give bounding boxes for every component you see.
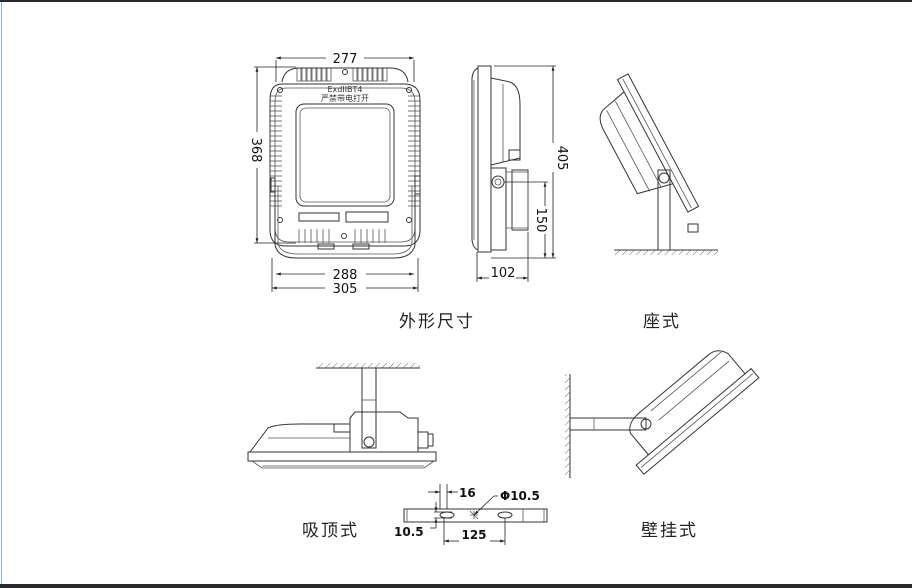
ceiling-lamp-face: [247, 451, 437, 462]
side-cooling-fins: [270, 95, 420, 207]
seat-post: [657, 169, 671, 251]
bracket-detail: Φ10.5 16 10.5 125: [394, 484, 548, 545]
slot-hole: [497, 511, 513, 519]
side-housing-face: [477, 65, 492, 253]
dim-width-277: 277: [333, 52, 358, 67]
wall-mount-view: [565, 350, 760, 478]
dim-width-288: 288: [333, 268, 358, 283]
ceiling-lamp-body: [249, 423, 351, 453]
top-border: [0, 0, 912, 2]
front-housing-outline: [269, 83, 421, 247]
warning-marking: 严禁带电打开: [321, 93, 369, 103]
nameplate-right: [345, 211, 389, 223]
caption-dimensions: 外形尺寸: [399, 312, 475, 332]
ceiling-rod: [361, 367, 377, 449]
dim-slot-height: 10.5: [394, 525, 424, 539]
dim-hole-spacing: 125: [461, 528, 486, 542]
caption-seat-mount: 座式: [643, 312, 681, 332]
dim-height-405: 405: [554, 146, 569, 171]
left-border: [1, 2, 2, 584]
caption-wall-mount: 壁挂式: [641, 521, 698, 541]
screw-icon: [277, 217, 283, 223]
dim-width-305: 305: [333, 282, 358, 297]
screw-icon: [342, 69, 348, 75]
wall-lamp-face: [635, 367, 760, 475]
cable-gland: [352, 243, 370, 250]
slot-hole: [439, 511, 455, 519]
dim-depth-102: 102: [491, 266, 516, 281]
pivot-bolt: [491, 175, 505, 189]
dim-height-368: 368: [248, 138, 263, 163]
screw-icon: [406, 217, 412, 223]
bracket-plate: [403, 508, 548, 523]
cable-gland: [317, 243, 335, 250]
screw-icon: [341, 233, 347, 239]
wall-arm: [569, 417, 647, 431]
lens-window: [295, 103, 395, 207]
side-rear-body: [490, 77, 521, 166]
mounting-bracket: [274, 182, 416, 259]
seat-mount-view: [599, 73, 718, 255]
front-view: ExdIIBT4 严禁带电打开 277: [248, 52, 421, 297]
side-view: 405 150 102: [471, 65, 569, 282]
side-bracket-arm: [490, 167, 507, 251]
bottom-border: [0, 584, 912, 588]
dim-height-150: 150: [533, 208, 548, 233]
ceiling-mount-view: [247, 363, 437, 469]
nameplate-left: [298, 212, 340, 222]
bottom-cooling-fins: [298, 229, 386, 243]
screw-icon: [277, 87, 283, 93]
top-cooling-fins: [281, 67, 409, 83]
screw-icon: [406, 87, 412, 93]
seat-lamp-face: [616, 73, 700, 213]
caption-ceiling-mount: 吸顶式: [302, 521, 359, 541]
ex-marking: ExdIIBT4: [327, 85, 362, 94]
dim-hole-diameter: Φ10.5: [500, 489, 540, 503]
dim-slot-width: 16: [459, 486, 476, 500]
